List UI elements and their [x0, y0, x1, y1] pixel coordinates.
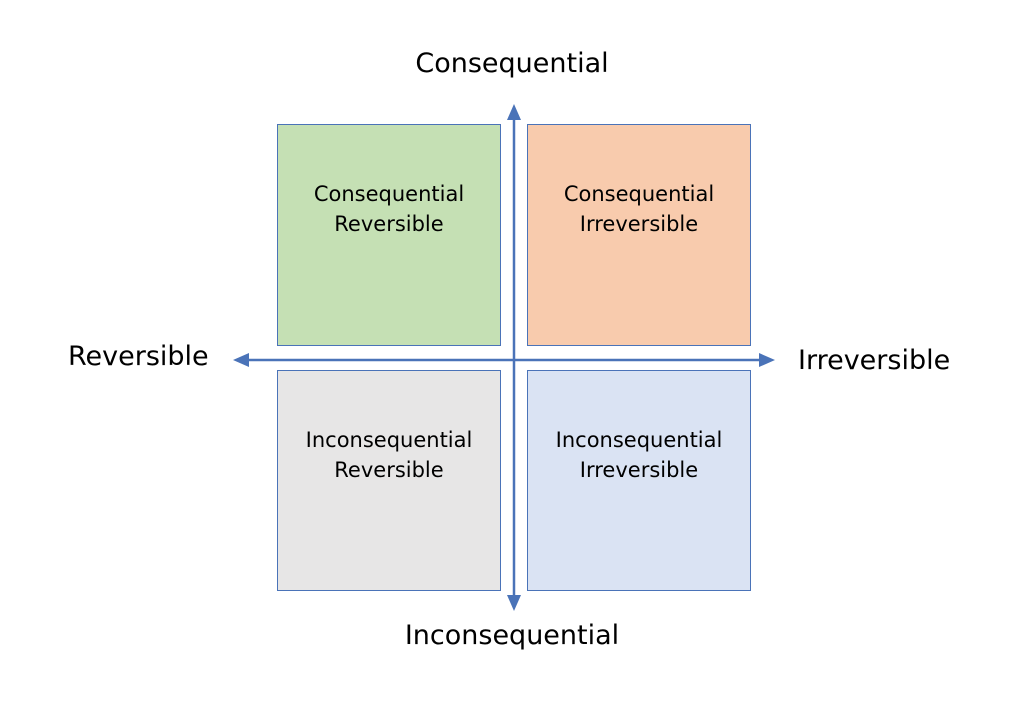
quadrant-bottom-left-text: Inconsequential Reversible [306, 425, 473, 485]
quadrant-top-right-line1: Consequential [563, 182, 715, 206]
quadrant-top-left-line1: Consequential [313, 182, 465, 206]
quadrant-bottom-right-line2: Irreversible [579, 457, 699, 482]
axis-label-right: Irreversible [798, 345, 951, 376]
quadrant-bottom-left-line1: Inconsequential [305, 427, 473, 452]
quadrant-top-left-text: Consequential Reversible [314, 179, 464, 239]
quadrant-bottom-right-line1: Inconsequential [555, 427, 723, 452]
axis-label-top: Consequential [0, 50, 1024, 77]
quadrant-bottom-right: Inconsequential Irreversible [527, 370, 751, 591]
axis-label-bottom-text: Inconsequential [404, 620, 620, 651]
arrow-down-icon [507, 595, 521, 611]
quadrant-top-right-line2: Irreversible [579, 212, 699, 236]
quadrant-top-left: Consequential Reversible [277, 124, 501, 346]
quadrant-bottom-left-line2: Reversible [334, 457, 444, 482]
axis-label-bottom: Inconsequential [0, 622, 1024, 649]
axis-label-left: Reversible [68, 341, 209, 372]
quadrant-top-right-text: Consequential Irreversible [564, 179, 714, 239]
arrow-right-icon [759, 353, 775, 367]
axis-label-top-text: Consequential [415, 48, 609, 79]
quadrant-bottom-left: Inconsequential Reversible [277, 370, 501, 591]
quadrant-bottom-right-text: Inconsequential Irreversible [556, 425, 723, 485]
quadrant-top-right: Consequential Irreversible [527, 124, 751, 346]
arrow-up-icon [507, 104, 521, 120]
quadrant-top-left-line2: Reversible [334, 212, 444, 236]
arrow-left-icon [233, 353, 249, 367]
